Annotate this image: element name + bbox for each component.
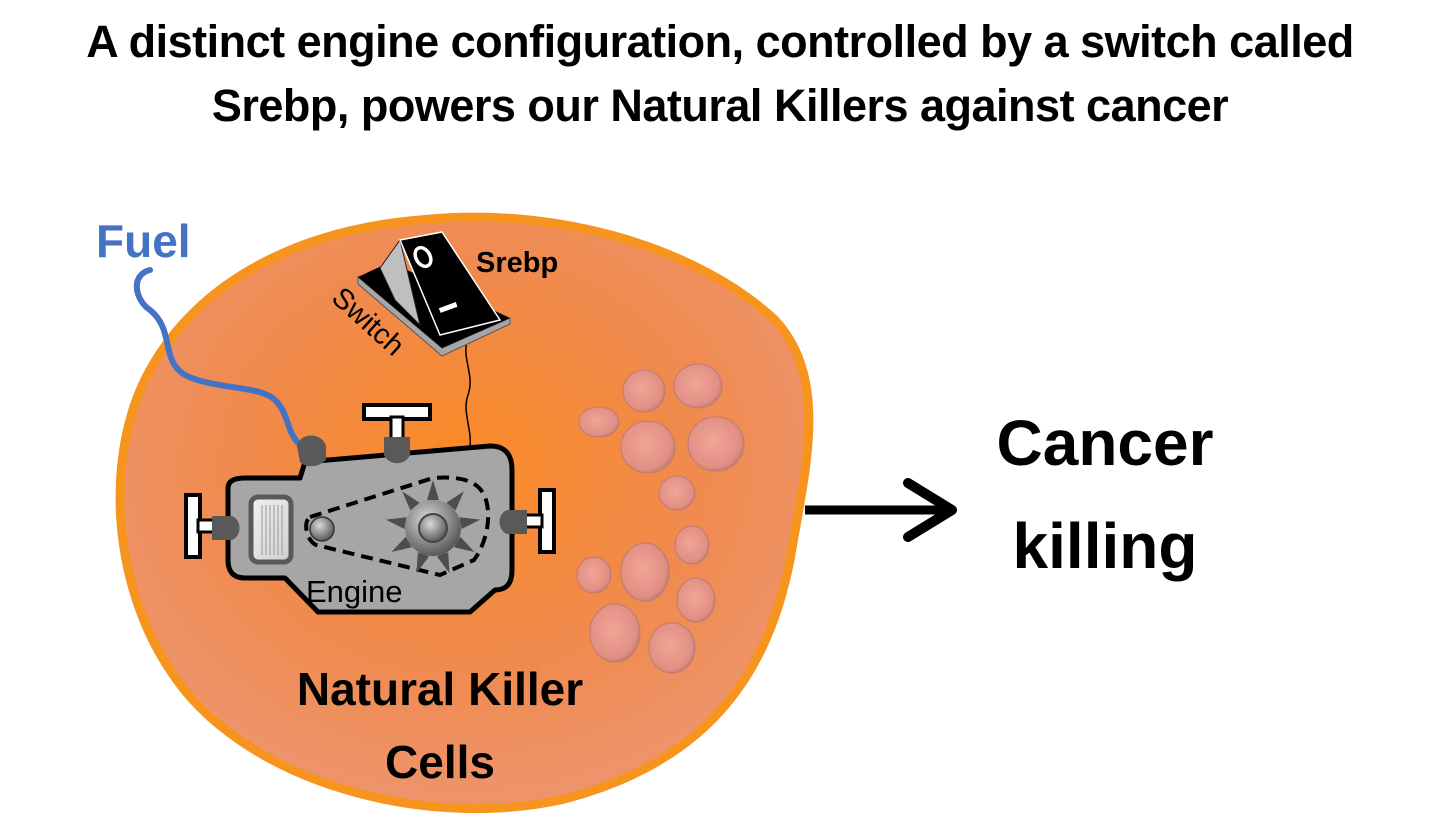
granule xyxy=(620,420,676,474)
switch-rocker xyxy=(398,231,502,336)
fuel-line xyxy=(133,267,303,448)
engine-belt xyxy=(304,475,491,578)
granules xyxy=(576,363,745,674)
fuel-label: Fuel xyxy=(96,215,191,267)
title-line-2: Srebp, powers our Natural Killers agains… xyxy=(211,80,1229,131)
arrow-icon xyxy=(805,478,957,542)
small-pulley xyxy=(309,516,335,542)
cell-label-line-2: Cells xyxy=(385,736,495,788)
granule xyxy=(576,556,612,594)
switch-off-symbol xyxy=(413,245,433,269)
switch-rocker-side xyxy=(379,238,421,327)
granule xyxy=(622,369,666,413)
fuel-hose xyxy=(133,267,303,448)
granule xyxy=(687,416,745,472)
switch-wire xyxy=(465,339,471,448)
outcome-label-line-1: Cancer xyxy=(997,407,1214,479)
granule xyxy=(674,525,710,565)
granule xyxy=(658,475,696,511)
filter-lines xyxy=(261,505,283,555)
granule xyxy=(620,542,670,602)
switch-on-symbol xyxy=(438,302,458,313)
gear-icon xyxy=(385,480,481,574)
engine-block xyxy=(225,443,515,615)
engine-label: Engine xyxy=(306,574,403,609)
diagram-title: A distinct engine configuration, control… xyxy=(0,10,1440,138)
top-valve-stem xyxy=(389,415,405,441)
granule xyxy=(648,622,696,674)
granule xyxy=(676,577,716,623)
engine: Engine xyxy=(184,403,556,615)
granule xyxy=(673,363,723,409)
cell-label-line-1: Natural Killer xyxy=(297,663,583,715)
fuel-connector xyxy=(297,435,326,467)
outcome-label-line-2: killing xyxy=(1013,510,1198,582)
left-connector xyxy=(212,516,240,540)
granule xyxy=(578,406,620,438)
engine-filter xyxy=(248,494,294,565)
top-connector xyxy=(384,437,410,464)
title-line-1: A distinct engine configuration, control… xyxy=(86,16,1354,67)
srebp-switch[interactable] xyxy=(357,231,511,357)
srebp-label: Srebp xyxy=(476,247,558,279)
right-connector xyxy=(499,510,527,534)
granule xyxy=(589,603,641,663)
